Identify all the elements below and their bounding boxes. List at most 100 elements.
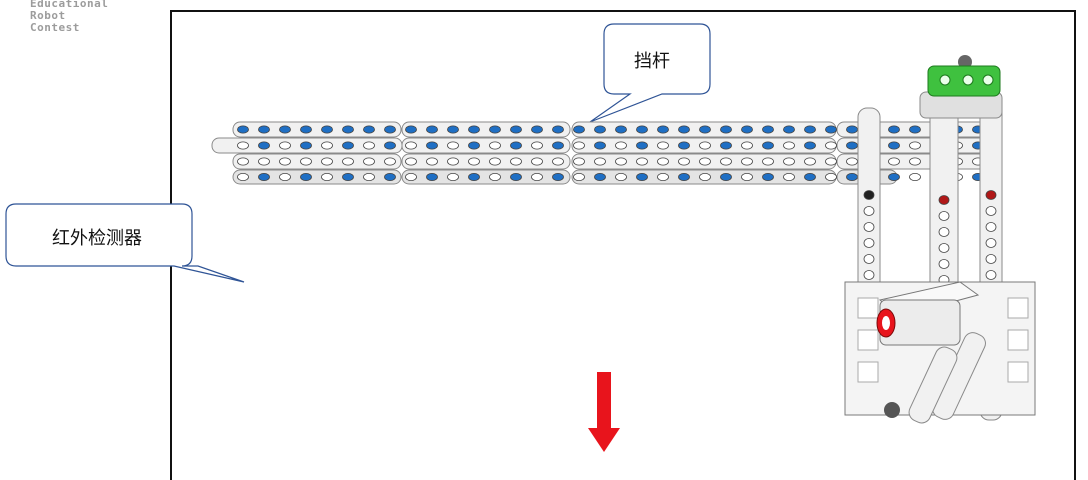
beam-hole bbox=[594, 172, 606, 181]
beam-hole bbox=[804, 172, 816, 181]
beam-hole bbox=[279, 157, 291, 166]
beam-hole bbox=[615, 172, 627, 181]
beam-hole bbox=[636, 125, 648, 134]
logo-line-3: Contest bbox=[30, 21, 80, 34]
beam-hole bbox=[762, 125, 774, 134]
lever-callout-bubble bbox=[589, 23, 711, 123]
beam-hole bbox=[657, 141, 669, 150]
beam-hole bbox=[279, 125, 291, 134]
beam-hole bbox=[909, 172, 921, 181]
beam-hole bbox=[363, 141, 375, 150]
beam-hole bbox=[741, 125, 753, 134]
beam-hole bbox=[699, 141, 711, 150]
beam-hole bbox=[888, 172, 900, 181]
beam-hole bbox=[720, 157, 732, 166]
beam-hole bbox=[447, 172, 459, 181]
beam-hole bbox=[489, 157, 501, 166]
beam-hole bbox=[468, 141, 480, 150]
beam-hole bbox=[741, 157, 753, 166]
vertical-beam-hole bbox=[985, 190, 997, 200]
beam-hole bbox=[384, 172, 396, 181]
beam-hole bbox=[636, 172, 648, 181]
vertical-beam-hole bbox=[938, 243, 950, 253]
beam-hole bbox=[300, 125, 312, 134]
beam-hole bbox=[825, 172, 837, 181]
beam-hole bbox=[363, 157, 375, 166]
beam-hole bbox=[468, 125, 480, 134]
beam-hole bbox=[489, 141, 501, 150]
beam-hole bbox=[426, 141, 438, 150]
beam-hole bbox=[636, 157, 648, 166]
beam-hole bbox=[342, 125, 354, 134]
beam-hole bbox=[489, 172, 501, 181]
beam-hole bbox=[510, 125, 522, 134]
beam-hole bbox=[741, 172, 753, 181]
beam-hole bbox=[762, 157, 774, 166]
beam-hole bbox=[447, 157, 459, 166]
beam-hole bbox=[699, 157, 711, 166]
down-arrow-icon bbox=[588, 372, 620, 452]
beam-hole bbox=[300, 141, 312, 150]
robot-diagram bbox=[5, 23, 1036, 452]
beam-hole bbox=[783, 172, 795, 181]
beam-hole bbox=[321, 172, 333, 181]
beam-hole bbox=[510, 157, 522, 166]
beam-hole bbox=[636, 141, 648, 150]
vertical-beam-hole bbox=[985, 206, 997, 216]
beam-hole bbox=[573, 125, 585, 134]
beam-hole bbox=[258, 125, 270, 134]
beam-hole bbox=[615, 125, 627, 134]
beam-hole bbox=[237, 141, 249, 150]
beam-hole bbox=[678, 157, 690, 166]
beam-hole bbox=[552, 125, 564, 134]
ir-detector-callout-bubble bbox=[5, 203, 245, 283]
beam-hole bbox=[594, 157, 606, 166]
beam-holes bbox=[237, 125, 984, 181]
vertical-beam-hole bbox=[985, 270, 997, 280]
beam-hole bbox=[720, 125, 732, 134]
beam-hole bbox=[405, 141, 417, 150]
beam-hole bbox=[783, 141, 795, 150]
beam-hole bbox=[552, 141, 564, 150]
beam-hole bbox=[678, 141, 690, 150]
vertical-beam-hole bbox=[863, 190, 875, 200]
vertical-beam-hole bbox=[863, 254, 875, 264]
beam-hole bbox=[384, 141, 396, 150]
beam-hole bbox=[489, 125, 501, 134]
vertical-beam-hole bbox=[863, 270, 875, 280]
beam-hole bbox=[342, 172, 354, 181]
beam-hole bbox=[405, 125, 417, 134]
beam-hole bbox=[615, 141, 627, 150]
beam-hole bbox=[657, 172, 669, 181]
beam-hole bbox=[447, 141, 459, 150]
contest-logo: Educational Robot Contest bbox=[30, 0, 108, 34]
beam-hole bbox=[657, 125, 669, 134]
beam-hole bbox=[720, 141, 732, 150]
beam-hole bbox=[552, 157, 564, 166]
beam-hole bbox=[846, 172, 858, 181]
vertical-beam-hole bbox=[863, 206, 875, 216]
beam-hole bbox=[426, 125, 438, 134]
beam-hole bbox=[573, 141, 585, 150]
beam-hole bbox=[321, 157, 333, 166]
beam-hole bbox=[384, 157, 396, 166]
beam-hole bbox=[300, 172, 312, 181]
beam-hole bbox=[804, 157, 816, 166]
beam-hole bbox=[468, 172, 480, 181]
beam-hole bbox=[720, 172, 732, 181]
beam-hole bbox=[258, 157, 270, 166]
logo-line-2: Robot bbox=[30, 9, 66, 22]
beam-hole bbox=[825, 141, 837, 150]
beam-hole bbox=[909, 141, 921, 150]
beam-hole bbox=[888, 125, 900, 134]
lever-label: 挡杆 bbox=[634, 51, 670, 72]
beam-hole bbox=[762, 172, 774, 181]
logo-line-1: Educational bbox=[30, 0, 109, 10]
beam-hole bbox=[888, 141, 900, 150]
beam-hole bbox=[594, 141, 606, 150]
beam-hole bbox=[657, 157, 669, 166]
vertical-beam-hole bbox=[985, 254, 997, 264]
beam-hole bbox=[741, 141, 753, 150]
vertical-beam-hole bbox=[938, 195, 950, 205]
ir-detector-label: 红外检测器 bbox=[52, 228, 142, 249]
